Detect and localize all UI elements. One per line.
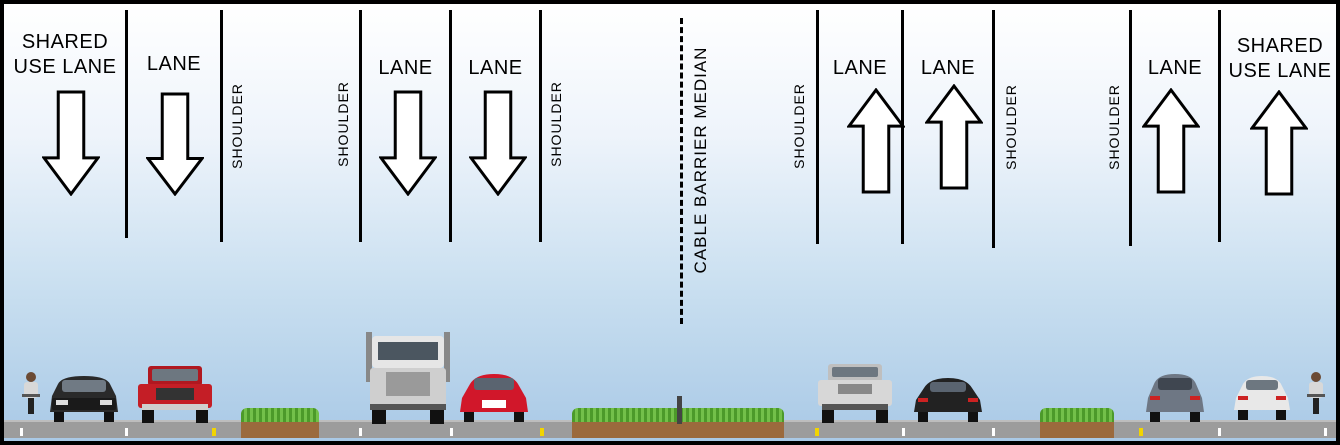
lane-label-6: LANE [1147, 57, 1203, 79]
down-arrow-icon [146, 92, 204, 196]
center-marking [815, 428, 819, 436]
up-arrow-icon [1142, 88, 1200, 194]
silver-pickup-icon [818, 364, 892, 423]
left-planter [241, 421, 319, 438]
lane-label-5: LANE [920, 57, 976, 79]
lane-marking [992, 428, 995, 436]
right-planter [1040, 421, 1114, 438]
white-car-icon [1234, 376, 1290, 420]
lane-divider [1129, 10, 1132, 246]
bicyclist-right-icon [1307, 372, 1325, 414]
bicyclist-left-icon [22, 372, 40, 414]
lane-divider [449, 10, 452, 242]
lane-divider [125, 10, 128, 238]
arrow-lane-3 [469, 90, 527, 196]
shoulder-label-6: SHOULDER [1106, 84, 1122, 170]
center-marking [1139, 428, 1143, 436]
arrow-lane-1 [146, 92, 204, 196]
down-arrow-icon [469, 90, 527, 196]
arrow-shared-right [1250, 90, 1308, 196]
red-pickup-icon [138, 366, 212, 423]
lane-divider [816, 10, 819, 244]
black-car-icon [50, 376, 118, 422]
gray-car-icon [1146, 374, 1204, 422]
black-sports-car-icon [914, 378, 982, 422]
lane-label-1: LANE [146, 53, 202, 75]
arrow-lane-5 [925, 84, 983, 190]
shared-use-lane-label-right: SHARED USE LANE [1228, 35, 1332, 82]
arrow-shared-left [42, 90, 100, 196]
cable-barrier-post [677, 396, 682, 424]
lane-marking [20, 428, 23, 436]
lane-marking [1218, 428, 1221, 436]
arrow-lane-6 [1142, 88, 1200, 194]
arrow-lane-4 [847, 88, 905, 194]
up-arrow-icon [925, 84, 983, 190]
center-marking [212, 428, 216, 436]
left-planter-grass [241, 408, 319, 422]
center-marking [540, 428, 544, 436]
lane-marking [902, 428, 905, 436]
semi-truck-icon [366, 332, 450, 424]
lane-marking [125, 428, 128, 436]
lane-label-3: LANE [468, 57, 523, 79]
up-arrow-icon [1250, 90, 1308, 196]
shoulder-label-5: SHOULDER [1003, 84, 1019, 170]
lane-label-4: LANE [832, 57, 888, 79]
lane-divider [1218, 10, 1221, 242]
cable-barrier-median-line [680, 18, 683, 324]
down-arrow-icon [379, 90, 437, 196]
up-arrow-icon [847, 88, 905, 194]
lane-divider [992, 10, 995, 248]
shared-use-lane-label-left: SHARED USE LANE [13, 31, 117, 78]
shoulder-label-2: SHOULDER [335, 81, 351, 167]
center-median-planter [572, 421, 784, 438]
shoulder-label-1: SHOULDER [229, 83, 245, 169]
lane-marking [450, 428, 453, 436]
shoulder-label-4: SHOULDER [791, 83, 807, 169]
lane-divider [220, 10, 223, 242]
right-planter-grass [1040, 408, 1114, 422]
lane-divider [359, 10, 362, 242]
arrow-lane-2 [379, 90, 437, 196]
shoulder-label-3: SHOULDER [548, 81, 564, 167]
lane-label-2: LANE [378, 57, 433, 79]
lane-marking [1324, 428, 1327, 436]
lane-divider [539, 10, 542, 242]
red-car-icon [460, 374, 528, 422]
lane-marking [359, 428, 362, 436]
down-arrow-icon [42, 90, 100, 196]
cable-barrier-median-label: CABLE BARRIER MEDIAN [691, 46, 710, 274]
